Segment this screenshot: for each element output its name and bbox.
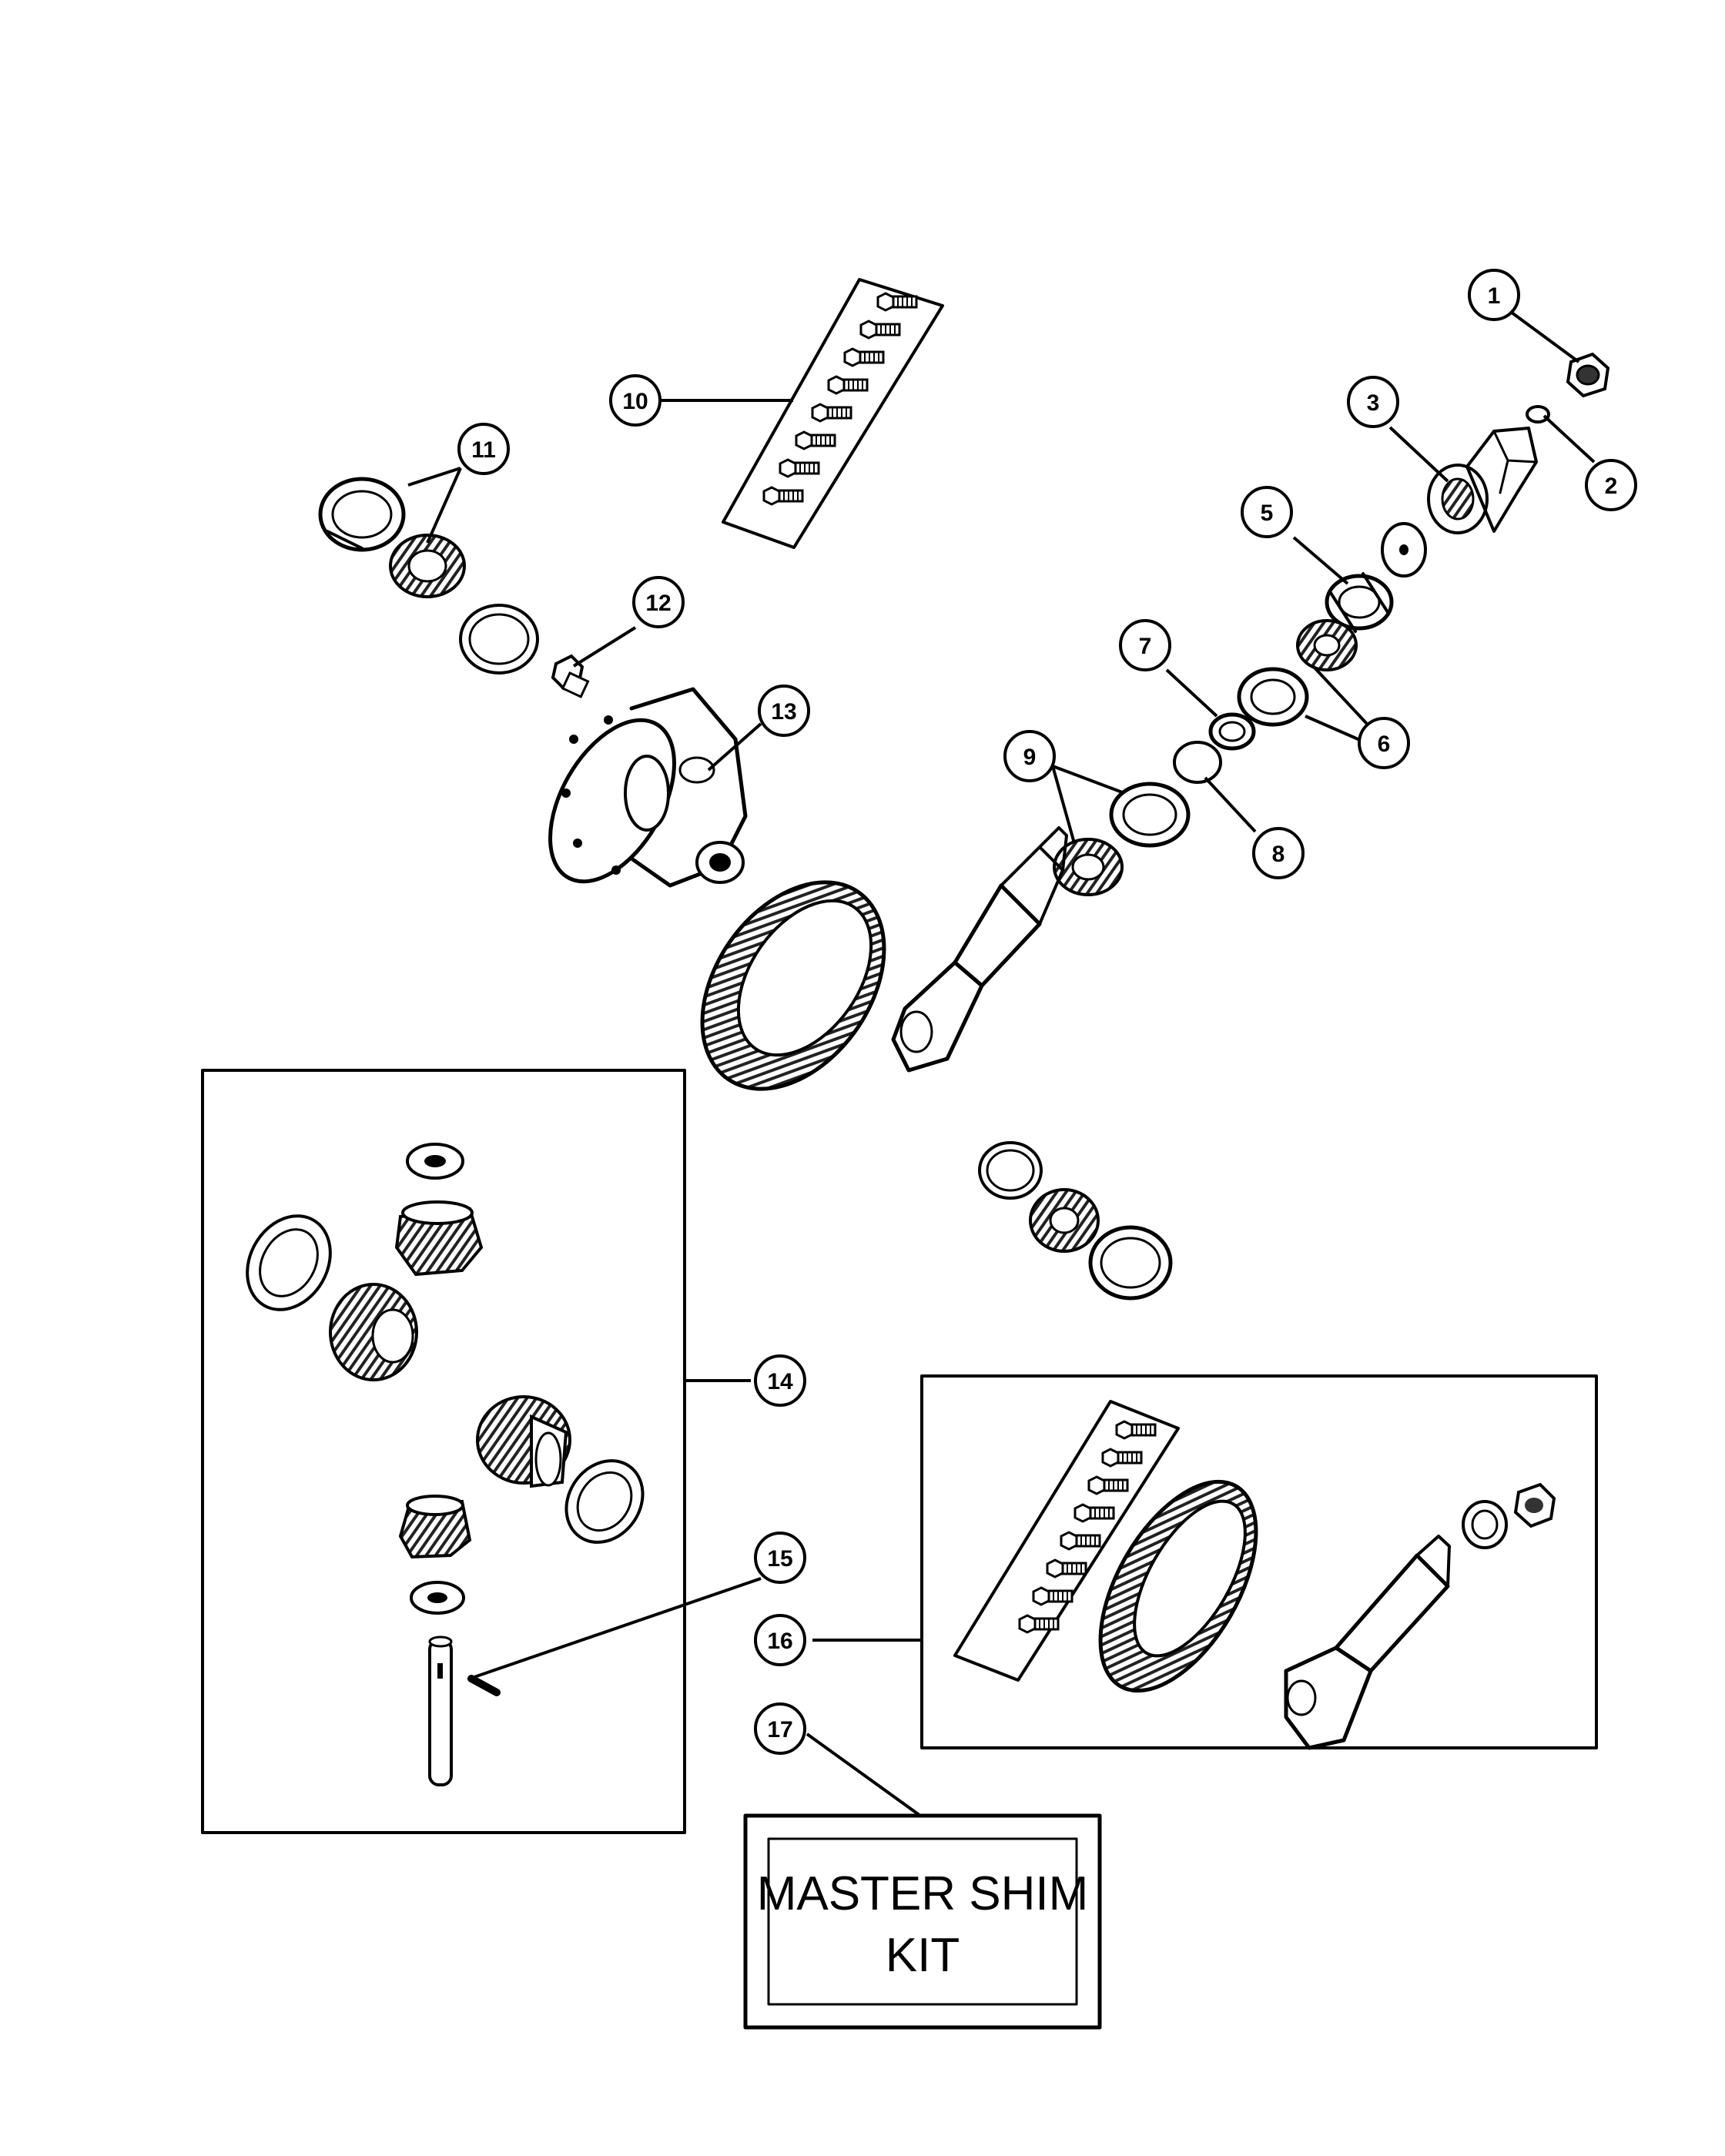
svg-text:2: 2 bbox=[1605, 474, 1618, 499]
callout-2: 2 bbox=[1585, 459, 1637, 511]
callout-8: 8 bbox=[1252, 827, 1305, 879]
callout-3: 3 bbox=[1347, 376, 1399, 428]
master-shim-kit-box: MASTER SHIM KIT bbox=[743, 1813, 1102, 2030]
front-pinion-bearing bbox=[1237, 619, 1358, 727]
collapsible-spacer bbox=[1208, 712, 1256, 751]
ring-and-pinion-kit-box bbox=[920, 1374, 1598, 1750]
svg-text:6: 6 bbox=[1378, 732, 1391, 757]
master-shim-kit-line1: MASTER SHIM bbox=[757, 1867, 1089, 1920]
callout-17: 17 bbox=[754, 1702, 806, 1755]
svg-text:16: 16 bbox=[767, 1629, 792, 1654]
ring-gear bbox=[700, 880, 886, 1091]
callout-14: 14 bbox=[754, 1354, 806, 1407]
callout-13: 13 bbox=[758, 685, 810, 737]
callout-16: 16 bbox=[754, 1614, 806, 1666]
callout-9: 9 bbox=[1003, 730, 1056, 782]
callout-15: 15 bbox=[754, 1532, 806, 1584]
differential-case bbox=[548, 687, 748, 888]
svg-text:17: 17 bbox=[767, 1717, 792, 1743]
svg-text:7: 7 bbox=[1139, 634, 1152, 659]
svg-text:5: 5 bbox=[1261, 500, 1274, 526]
svg-text:8: 8 bbox=[1272, 842, 1285, 867]
differential-gear-kit-box bbox=[201, 1069, 686, 1834]
differential-shim-left bbox=[459, 604, 539, 675]
pinion-depth-shim bbox=[1173, 741, 1222, 784]
callout-6: 6 bbox=[1358, 717, 1410, 769]
differential-bearing bbox=[318, 477, 466, 598]
svg-text:10: 10 bbox=[622, 389, 648, 414]
ring-gear-bolt-set bbox=[722, 278, 944, 549]
callout-11: 11 bbox=[457, 423, 510, 475]
leader-lines bbox=[407, 306, 1596, 1817]
master-shim-kit-line2: KIT bbox=[886, 1929, 960, 1982]
svg-text:9: 9 bbox=[1023, 745, 1037, 770]
svg-text:3: 3 bbox=[1367, 390, 1380, 416]
callout-1: 1 bbox=[1468, 269, 1520, 321]
rear-pinion-bearing bbox=[1053, 782, 1191, 896]
pinion-seal bbox=[1325, 572, 1394, 633]
differential-bearing-right bbox=[978, 1141, 1173, 1301]
svg-text:13: 13 bbox=[771, 699, 796, 725]
callout-7: 7 bbox=[1119, 619, 1171, 671]
companion-yoke bbox=[1427, 427, 1538, 534]
callout-10: 10 bbox=[609, 374, 662, 427]
oil-slinger-hole bbox=[1399, 544, 1408, 555]
svg-text:1: 1 bbox=[1488, 283, 1501, 309]
svg-text:12: 12 bbox=[645, 591, 671, 616]
svg-text:14: 14 bbox=[767, 1369, 793, 1394]
svg-text:15: 15 bbox=[767, 1546, 792, 1572]
pinion-washer bbox=[1526, 405, 1550, 424]
drive-pinion bbox=[891, 826, 1068, 1073]
callout-12: 12 bbox=[632, 576, 685, 628]
svg-text:11: 11 bbox=[471, 437, 496, 463]
pinion-nut bbox=[1566, 352, 1610, 398]
callout-5: 5 bbox=[1241, 486, 1293, 538]
